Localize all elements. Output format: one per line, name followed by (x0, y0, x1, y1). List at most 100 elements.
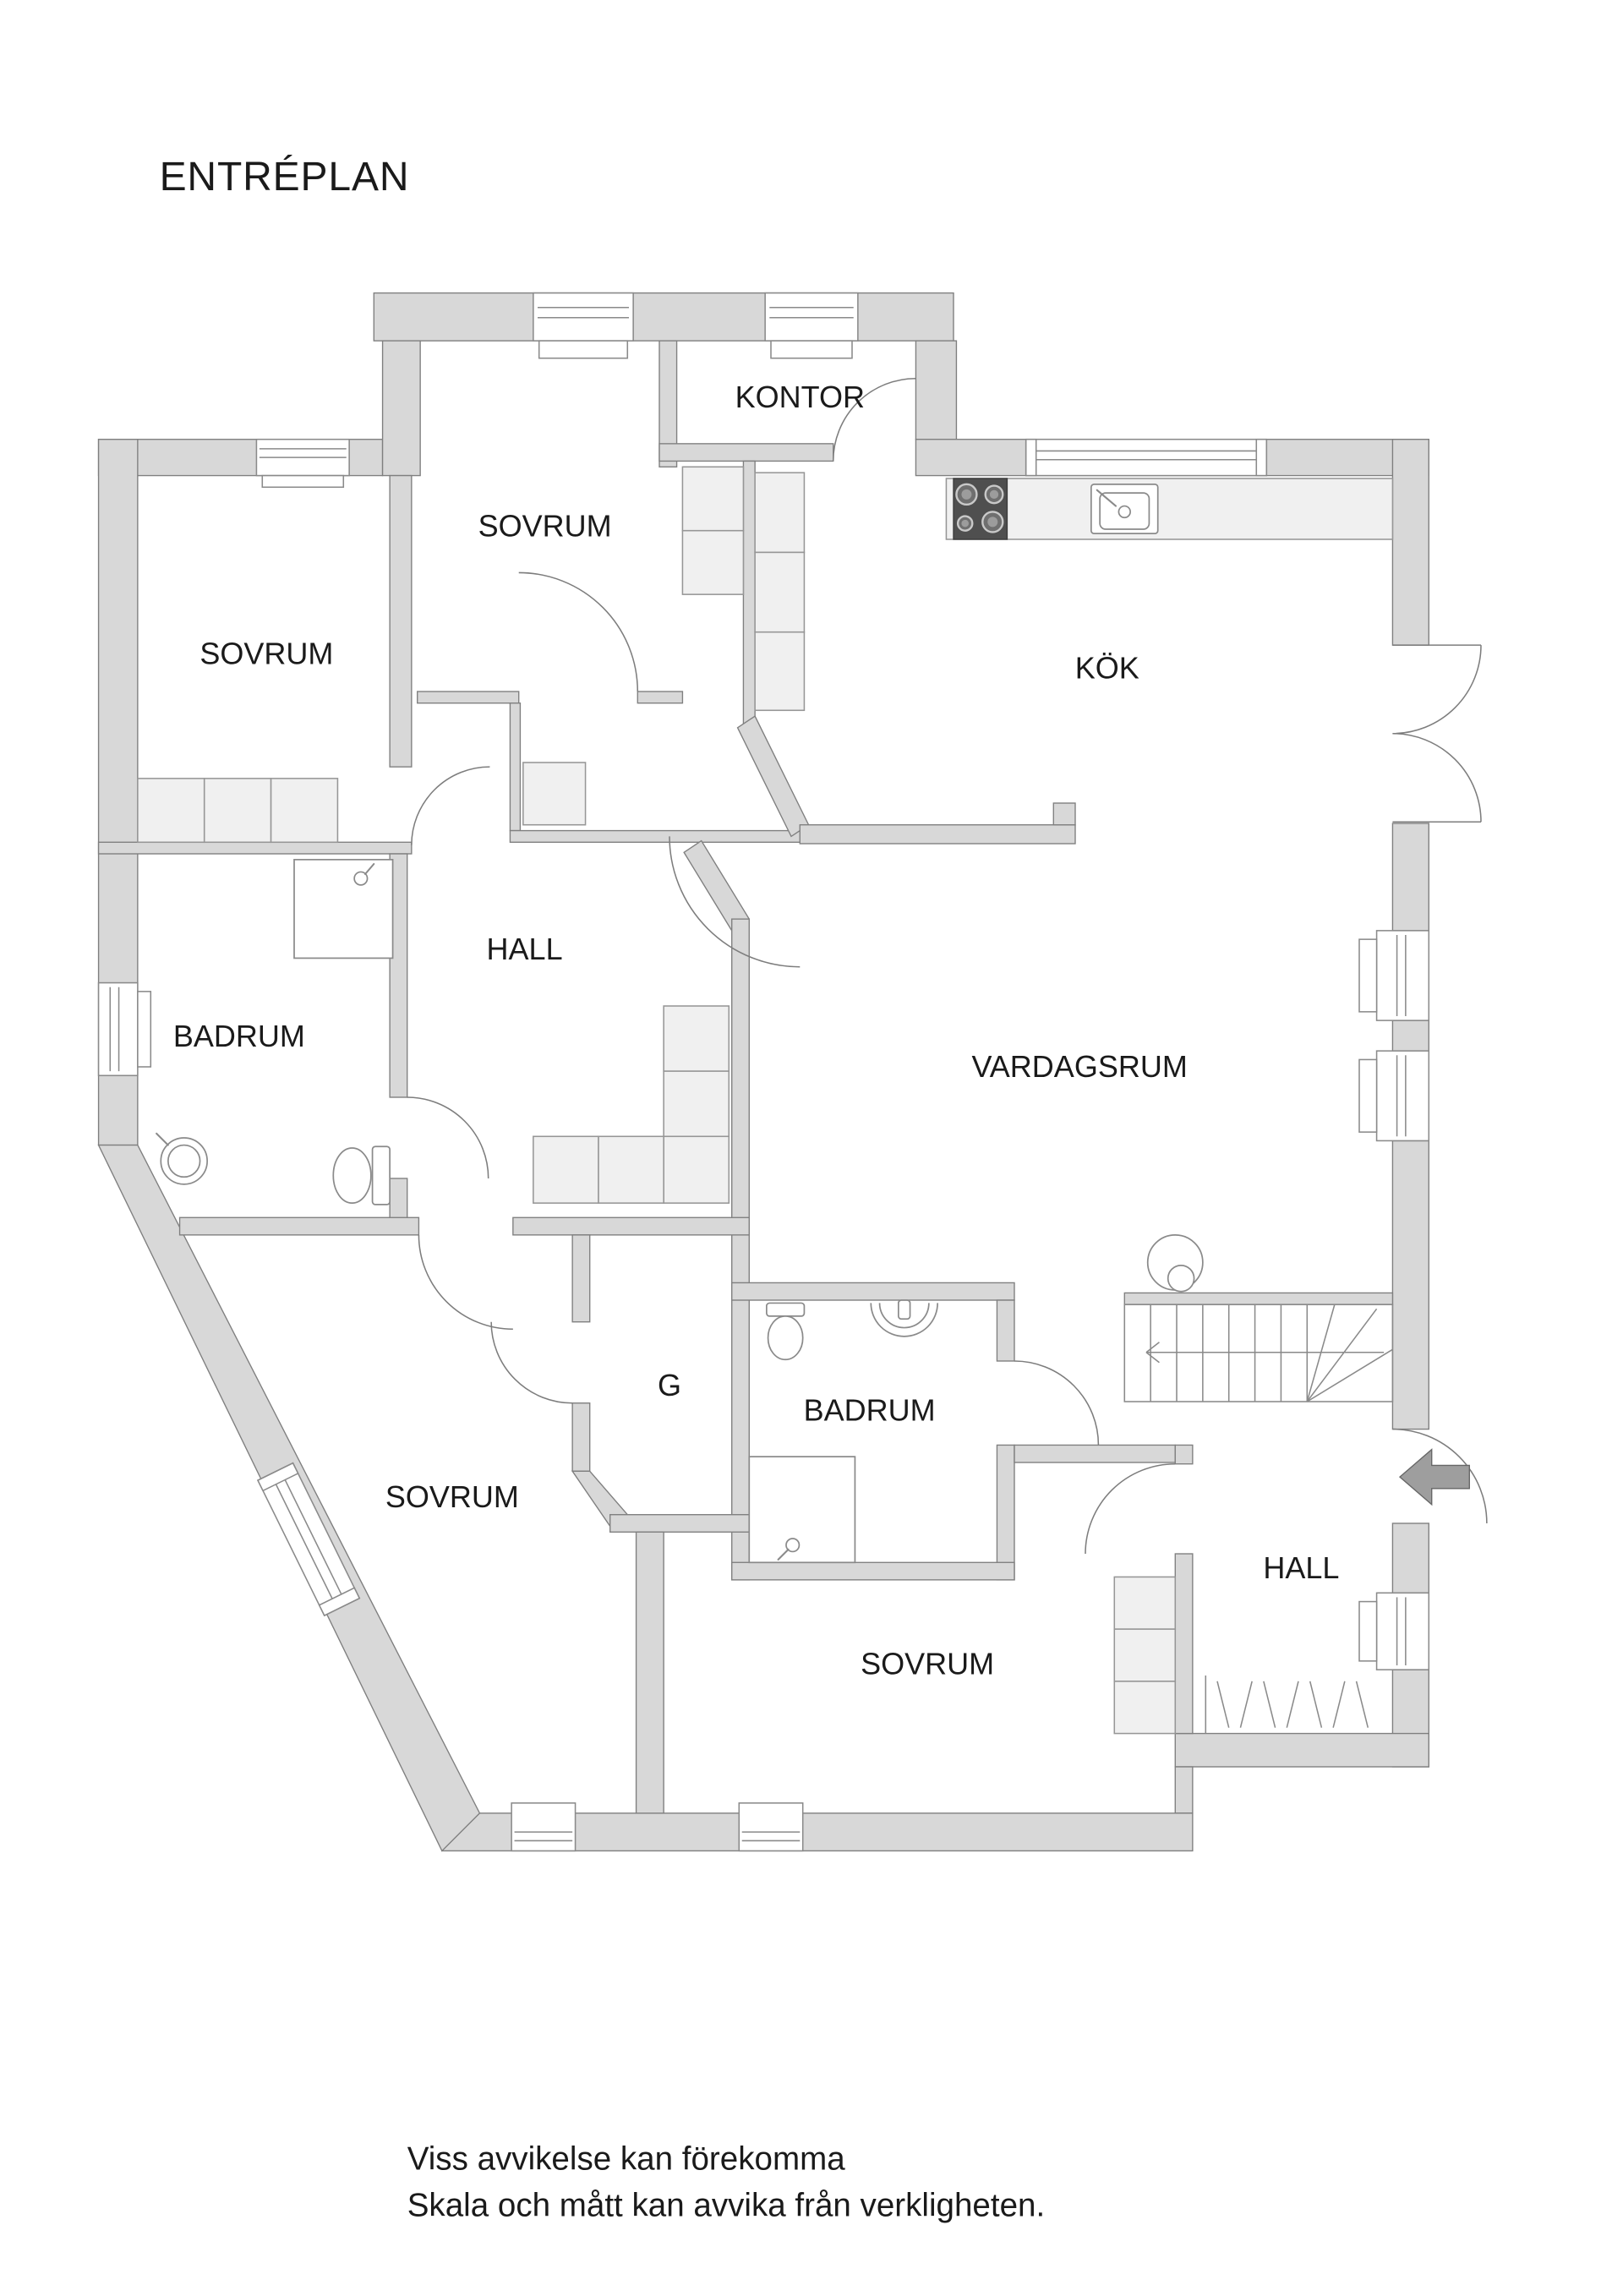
disclaimer: Viss avvikelse kan förekomma Skala och m… (407, 2141, 1045, 2224)
stove-icon (953, 478, 1008, 540)
wall-segment (178, 1216, 420, 1236)
wall-segment (799, 824, 1076, 845)
plan-title: ENTRÉPLAN (160, 155, 410, 200)
room-label-sovrum-bottom-left: SOVRUM (385, 1479, 519, 1514)
room-label-sovrum-top-mid: SOVRUM (478, 509, 612, 544)
wall-segment (389, 853, 408, 1098)
wall-segment (509, 702, 522, 832)
window (764, 292, 859, 359)
wall-segment (1391, 1020, 1429, 1052)
room-label-sovrum-top-left: SOVRUM (199, 636, 333, 670)
wall-segment (635, 1531, 664, 1814)
wall-segment (512, 1216, 750, 1236)
door-arc-vardagsrum (669, 836, 801, 968)
wall-segment (1391, 1522, 1429, 1594)
wall-jog (683, 839, 751, 932)
window (1358, 1050, 1430, 1142)
room-label-badrum-left: BADRUM (173, 1019, 305, 1053)
wall-notch (1052, 802, 1076, 826)
room-label-vardagsrum: VARDAGSRUM (971, 1049, 1187, 1084)
door-arc-sovrum-bottom-left (418, 1234, 513, 1331)
doors (407, 377, 1488, 1555)
door-arc-sovrum-bottom-mid (1085, 1462, 1176, 1555)
kitchen-counter (945, 478, 1394, 540)
room-label-sovrum-bottom-mid: SOVRUM (861, 1646, 994, 1681)
wall-segment (1174, 1444, 1194, 1465)
door-arc-badrum-left (407, 1096, 489, 1179)
cabinet-bank (681, 466, 806, 712)
door-arc-badrum-mid (1014, 1360, 1100, 1446)
room-label-kok: KÖK (1075, 651, 1139, 686)
wall-segment (1123, 1292, 1394, 1305)
disclaimer-line-2: Skala och mått kan avvika från verklighe… (407, 2187, 1045, 2223)
window (1358, 1592, 1430, 1670)
window (738, 1802, 804, 1852)
toilet-icon (766, 1302, 806, 1361)
plant-icon (1146, 1234, 1204, 1293)
wall-segment (915, 340, 958, 440)
window (1358, 930, 1430, 1021)
shower-icon (748, 1456, 856, 1564)
wall-segment (1174, 1553, 1194, 1735)
wall-segment (996, 1299, 1015, 1362)
door-arc-kontor (832, 377, 916, 462)
wall-segment (417, 691, 520, 704)
wall-segment (637, 691, 684, 704)
window (511, 1802, 577, 1852)
furniture (137, 466, 1470, 1735)
sink-icon (1090, 483, 1159, 534)
stairs (1123, 1304, 1394, 1402)
washbasin-icon (156, 1132, 208, 1185)
wall-segment (1174, 1732, 1429, 1768)
disclaimer-line-1: Viss avvikelse kan förekomma (407, 2141, 845, 2178)
wall-segment (571, 1402, 591, 1472)
wall-segment (731, 918, 750, 1581)
window (255, 438, 350, 489)
door-arc-sovrum-top-left (411, 766, 490, 845)
french-doors (1392, 644, 1482, 823)
washbasin-icon (870, 1299, 938, 1337)
wall-segment (658, 340, 678, 467)
wall-segment (1014, 1444, 1176, 1463)
wardrobe-l-bank (533, 1005, 730, 1204)
room-label-g-closet: G (658, 1368, 681, 1402)
wall-segment (509, 829, 804, 843)
wall-segment (1174, 1766, 1194, 1814)
door-arc-sovrum-top-mid (518, 571, 639, 692)
window (533, 292, 634, 359)
wall-segment (571, 1234, 591, 1323)
room-label-kontor: KONTOR (735, 380, 865, 414)
wall-segment (609, 1514, 750, 1533)
closet (522, 762, 587, 826)
room-label-hall-center: HALL (487, 932, 563, 966)
wall-segment (1391, 823, 1429, 932)
shower-icon (293, 859, 394, 959)
door-arc-entrance (1392, 1428, 1488, 1524)
room-labels: ENTRÉPLAN SOVRUM SOVRUM KONTOR KÖK BADRU… (160, 155, 1340, 1681)
window (1025, 438, 1268, 477)
wall-segment (381, 340, 421, 477)
room-label-hall-entry: HALL (1263, 1550, 1339, 1585)
wall-jog (736, 715, 810, 838)
wall-segment (1391, 1140, 1429, 1430)
wall-segment (742, 460, 756, 726)
wall-segment (731, 1282, 1015, 1301)
wall-segment (996, 1444, 1015, 1581)
window-diagonal (256, 1462, 361, 1617)
wall-segment (1391, 439, 1429, 646)
toilet-icon (332, 1145, 391, 1205)
door-arc-g-closet (490, 1321, 573, 1404)
wardrobe-row (137, 778, 339, 844)
coat-rack-hatch (1205, 1675, 1369, 1734)
wardrobe-stack (1113, 1576, 1177, 1735)
room-label-badrum-mid: BADRUM (804, 1392, 936, 1427)
wall-segment (97, 841, 413, 855)
wall-segment (389, 474, 413, 768)
wall-segment (373, 292, 954, 342)
window (97, 981, 152, 1077)
wall-segment (731, 1561, 1015, 1581)
stairs-direction-arrow (1145, 1342, 1385, 1364)
entrance-arrow-icon (1398, 1448, 1470, 1506)
wall-segment (658, 443, 834, 462)
